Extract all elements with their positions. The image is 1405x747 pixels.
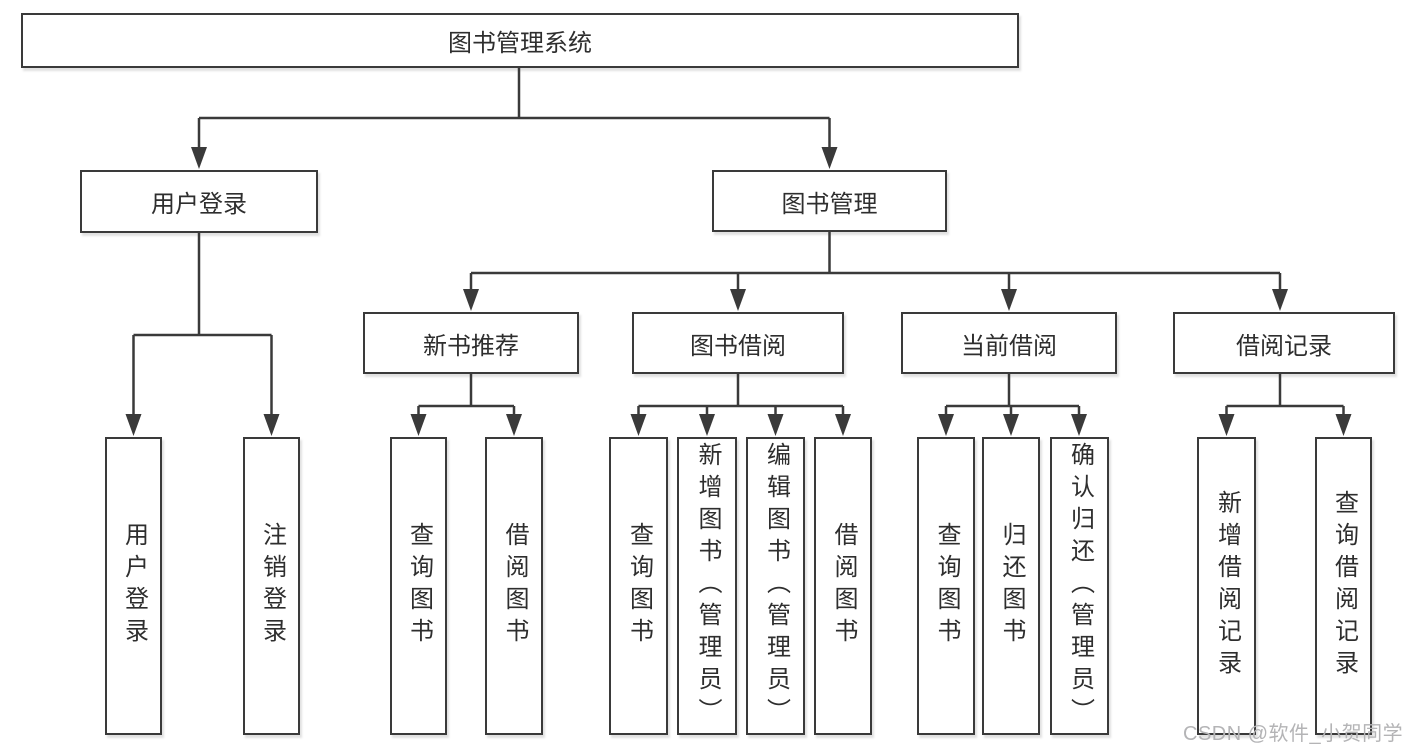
node-query-books-current: 查询图书 — [917, 437, 975, 735]
node-label: 查询图书 — [625, 522, 653, 650]
arrow-down-icon — [463, 289, 479, 311]
connector-lines — [132, 68, 1345, 419]
arrow-down-icon — [1272, 289, 1288, 311]
arrow-down-icon — [506, 414, 522, 436]
node-label: 借阅图书 — [501, 522, 528, 650]
arrow-down-icon — [410, 414, 427, 436]
node-label: 图书借阅 — [690, 332, 786, 360]
node-add-borrow-record: 新增借阅记录 — [1197, 437, 1256, 735]
connector-line — [944, 374, 1081, 419]
node-label: 新书推荐 — [423, 332, 519, 360]
node-label: 借阅记录 — [1236, 332, 1332, 360]
arrow-down-icon — [125, 414, 142, 436]
arrow-down-icon — [1218, 414, 1235, 436]
node-label: 新增图书（管理员） — [694, 442, 721, 730]
arrow-down-icon — [1003, 414, 1019, 436]
node-label: 用户登录 — [120, 522, 148, 650]
node-label: 注销登录 — [258, 522, 286, 650]
arrow-down-icon — [191, 147, 207, 169]
arrow-down-icon — [938, 414, 954, 436]
node-borrowing-records: 借阅记录 — [1173, 312, 1395, 374]
node-borrow-books-borrowing: 借阅图书 — [814, 437, 872, 735]
node-query-books-borrowing: 查询图书 — [609, 437, 668, 735]
node-label: 当前借阅 — [961, 332, 1057, 360]
arrow-down-icon — [1071, 414, 1087, 436]
connector-line — [637, 374, 845, 419]
node-label: 确认归还（管理员） — [1066, 442, 1094, 730]
node-borrow-books-recommend: 借阅图书 — [485, 437, 543, 735]
connector-line — [469, 232, 1282, 294]
connector-arrowheads — [125, 147, 1352, 436]
node-add-book-admin: 新增图书（管理员） — [677, 437, 737, 735]
node-label: 新增借阅记录 — [1213, 490, 1241, 682]
node-query-borrow-record: 查询借阅记录 — [1315, 437, 1372, 735]
connector-line — [417, 374, 516, 419]
node-query-books-recommend: 查询图书 — [390, 437, 447, 735]
node-label: 图书管理 — [781, 190, 878, 218]
node-label: 查询图书 — [933, 522, 960, 650]
arrow-down-icon — [630, 414, 647, 436]
node-user-login: 用户登录 — [80, 170, 318, 233]
arrow-down-icon — [263, 414, 280, 436]
node-label: 用户登录 — [151, 191, 247, 218]
node-label: 编辑图书（管理员） — [762, 442, 790, 730]
node-system-root: 图书管理系统 — [21, 13, 1019, 68]
node-current-borrowing: 当前借阅 — [901, 312, 1117, 374]
arrow-down-icon — [699, 414, 715, 436]
node-return-book: 归还图书 — [982, 437, 1040, 735]
node-label: 查询图书 — [405, 522, 433, 650]
node-edit-book-admin: 编辑图书（管理员） — [746, 437, 805, 735]
connector-line — [197, 68, 831, 152]
connector-line — [132, 233, 273, 419]
connector-line — [1225, 374, 1345, 419]
arrow-down-icon — [1335, 414, 1352, 436]
arrow-down-icon — [730, 289, 746, 311]
csdn-watermark: CSDN @软件_小贺同学 — [1183, 723, 1404, 745]
arrow-down-icon — [767, 414, 784, 436]
arrow-down-icon — [1001, 289, 1017, 311]
node-label: 借阅图书 — [830, 522, 857, 650]
node-book-management: 图书管理 — [712, 170, 947, 232]
node-label: 图书管理系统 — [448, 30, 592, 57]
node-confirm-return-admin: 确认归还（管理员） — [1050, 437, 1109, 735]
node-login: 用户登录 — [105, 437, 162, 735]
node-logout: 注销登录 — [243, 437, 300, 735]
node-new-book-recommend: 新书推荐 — [363, 312, 579, 374]
node-label: 查询借阅记录 — [1330, 490, 1358, 682]
arrow-down-icon — [835, 414, 851, 436]
node-book-borrowing: 图书借阅 — [632, 312, 844, 374]
node-label: 归还图书 — [998, 522, 1025, 650]
arrow-down-icon — [821, 147, 838, 169]
